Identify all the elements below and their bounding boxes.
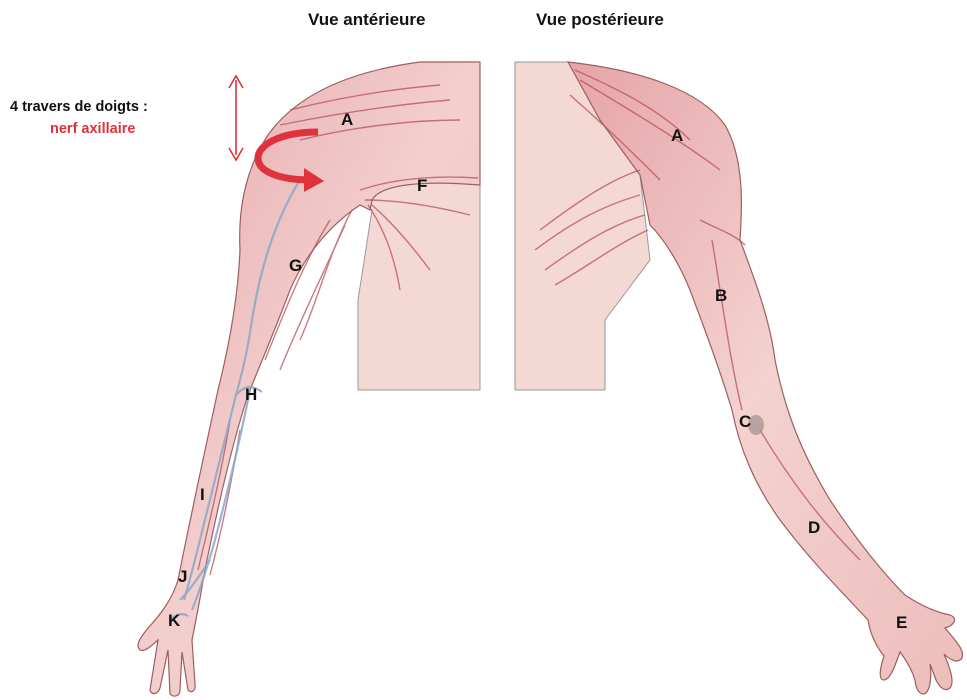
label-anterior-j: J [178,568,187,585]
posterior-view [515,62,963,694]
anterior-view [138,62,480,696]
label-anterior-h: H [245,386,257,403]
posterior-view-title: Vue postérieure [536,10,664,30]
label-anterior-g: G [289,257,302,274]
label-posterior-e: E [896,614,907,631]
posterior-arm [568,62,963,694]
label-anterior-f: F [417,177,427,194]
annotation-nerve-name: nerf axillaire [50,121,135,137]
label-anterior-i: I [200,486,205,503]
measurement-arrow [229,76,243,160]
label-posterior-b: B [715,287,727,304]
label-anterior-k: K [168,612,180,629]
annotation-line-1: 4 travers de doigts : [10,99,148,115]
anterior-view-title: Vue antérieure [308,10,425,30]
label-posterior-d: D [808,519,820,536]
label-anterior-a: A [341,111,353,128]
label-posterior-a: A [671,127,683,144]
label-posterior-c: C [739,413,751,430]
